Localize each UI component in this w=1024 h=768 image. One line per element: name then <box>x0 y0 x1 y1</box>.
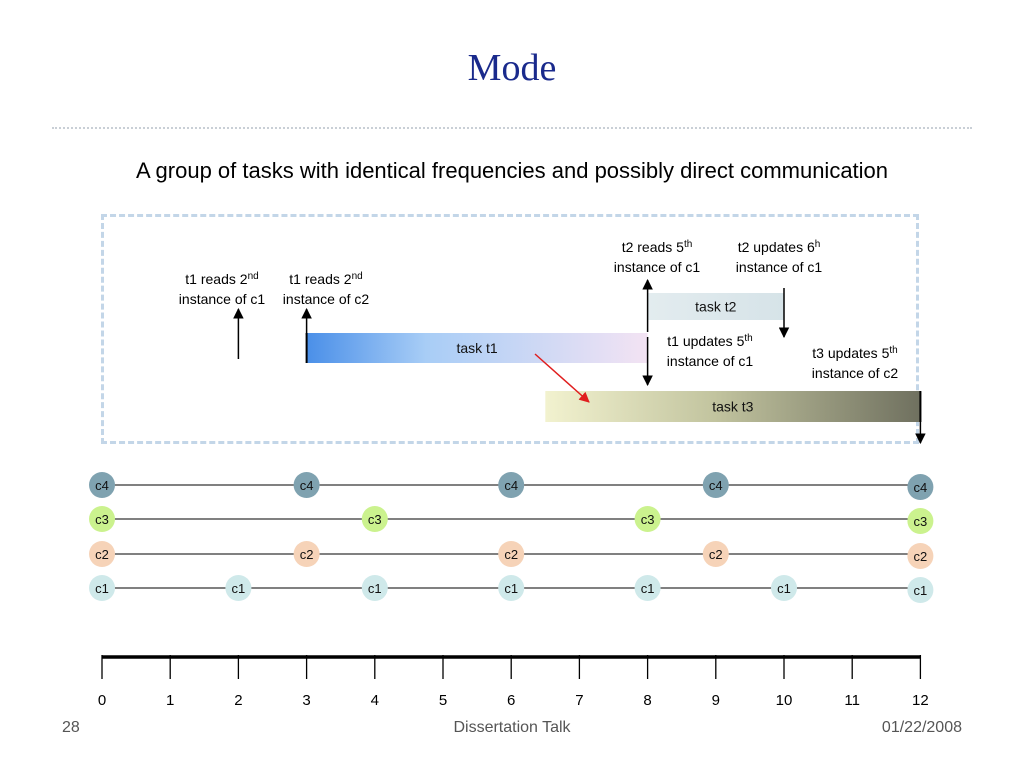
channel-node-c4-1 <box>293 472 320 498</box>
timeline-tick-label-1: 1 <box>166 692 174 709</box>
event-label-e3-line1: t2 reads 5th <box>622 239 693 255</box>
task-bar-t3 <box>545 391 921 422</box>
channel-node-c1-0 <box>89 575 115 601</box>
event-label-e3-line2: instance of c1 <box>614 259 701 275</box>
timeline-tick-label-9: 9 <box>712 692 720 709</box>
timeline-tick-label-5: 5 <box>439 692 447 709</box>
channel-node-c3-2 <box>634 506 661 532</box>
channel-node-label-c1-1: c1 <box>232 581 246 596</box>
channel-node-label-c4-3: c4 <box>709 478 723 493</box>
footer-talk-title: Dissertation Talk <box>453 719 571 736</box>
timeline-tick-label-7: 7 <box>575 692 583 709</box>
event-label-e4-line1: t2 updates 6h <box>738 239 821 255</box>
timeline-tick-label-4: 4 <box>371 692 379 709</box>
event-label-e4-line2: instance of c1 <box>736 259 823 275</box>
channel-node-label-c2-3: c2 <box>709 547 723 562</box>
channel-node-c3-0 <box>89 506 115 532</box>
task-label-t2: task t2 <box>695 299 736 315</box>
task-label-t1: task t1 <box>456 340 497 356</box>
event-label-e5-line2: instance of c1 <box>667 353 754 369</box>
channel-node-c2-0 <box>89 541 115 567</box>
channel-node-c3-1 <box>361 506 388 532</box>
channel-node-c4-3 <box>702 472 729 498</box>
task-bar-t1 <box>306 333 648 363</box>
channel-node-label-c1-4: c1 <box>641 581 655 596</box>
footer-date: 01/22/2008 <box>881 719 962 736</box>
channel-node-label-c4-1: c4 <box>300 478 314 493</box>
title-divider <box>52 127 972 129</box>
event-label-e1-line2: instance of c1 <box>179 291 266 307</box>
channel-node-label-c1-6: c1 <box>914 583 928 598</box>
channel-node-label-c2-2: c2 <box>504 547 518 562</box>
channel-node-label-c3-3: c3 <box>914 514 928 529</box>
event-label-e2-line2: instance of c2 <box>283 291 370 307</box>
timeline-tick-label-12: 12 <box>912 692 929 709</box>
channel-node-c4-0 <box>89 472 115 498</box>
timeline-tick-label-6: 6 <box>507 692 515 709</box>
channel-node-c3-3 <box>907 508 934 534</box>
event-label-e5-line1: t1 updates 5th <box>667 333 752 349</box>
channel-node-c1-6 <box>907 577 934 603</box>
channel-node-label-c2-1: c2 <box>300 547 314 562</box>
channel-node-c1-4 <box>634 575 661 601</box>
channel-node-c1-2 <box>361 575 388 601</box>
timeline-tick-label-11: 11 <box>844 692 860 709</box>
channel-node-label-c1-3: c1 <box>504 581 518 596</box>
event-label-e2-line1: t1 reads 2nd <box>289 271 362 287</box>
mode-frame <box>101 214 919 444</box>
event-label-e1-line1: t1 reads 2nd <box>185 271 258 287</box>
timeline-tick-label-0: 0 <box>98 692 106 709</box>
channel-node-label-c1-2: c1 <box>368 581 382 596</box>
channel-node-label-c3-1: c3 <box>368 512 382 527</box>
timeline-tick-label-2: 2 <box>234 692 242 709</box>
page-number: 28 <box>62 719 80 736</box>
event-label-e6-line2: instance of c2 <box>812 365 899 381</box>
channel-node-c1-1 <box>225 575 252 601</box>
channel-node-label-c3-2: c3 <box>641 512 655 527</box>
channel-node-c4-4 <box>907 474 934 500</box>
channel-node-c1-5 <box>771 575 797 601</box>
channel-node-label-c1-0: c1 <box>95 581 109 596</box>
event-label-e6-line1: t3 updates 5th <box>812 345 897 361</box>
channel-node-c1-3 <box>498 575 525 601</box>
communication-arrow <box>534 353 590 403</box>
channel-node-c2-2 <box>498 541 525 567</box>
slide-subtitle: A group of tasks with identical frequenc… <box>135 158 889 183</box>
channel-node-c2-3 <box>702 541 729 567</box>
channel-node-label-c4-4: c4 <box>914 480 928 495</box>
timeline-tick-label-10: 10 <box>776 692 793 709</box>
channel-node-label-c4-2: c4 <box>504 478 518 493</box>
channel-node-label-c1-5: c1 <box>777 581 791 596</box>
task-bar-t2 <box>647 293 784 320</box>
channel-node-label-c4-0: c4 <box>95 478 109 493</box>
slide-title: Mode <box>467 47 557 89</box>
timeline-tick-label-8: 8 <box>643 692 651 709</box>
channel-node-c4-2 <box>498 472 525 498</box>
channel-node-label-c2-0: c2 <box>95 547 109 562</box>
channel-node-c2-1 <box>293 541 320 567</box>
channel-node-c2-4 <box>907 543 934 569</box>
channel-node-label-c3-0: c3 <box>95 512 109 527</box>
channel-node-label-c2-4: c2 <box>914 549 928 564</box>
task-label-t3: task t3 <box>712 399 753 415</box>
timeline-tick-label-3: 3 <box>302 692 310 709</box>
